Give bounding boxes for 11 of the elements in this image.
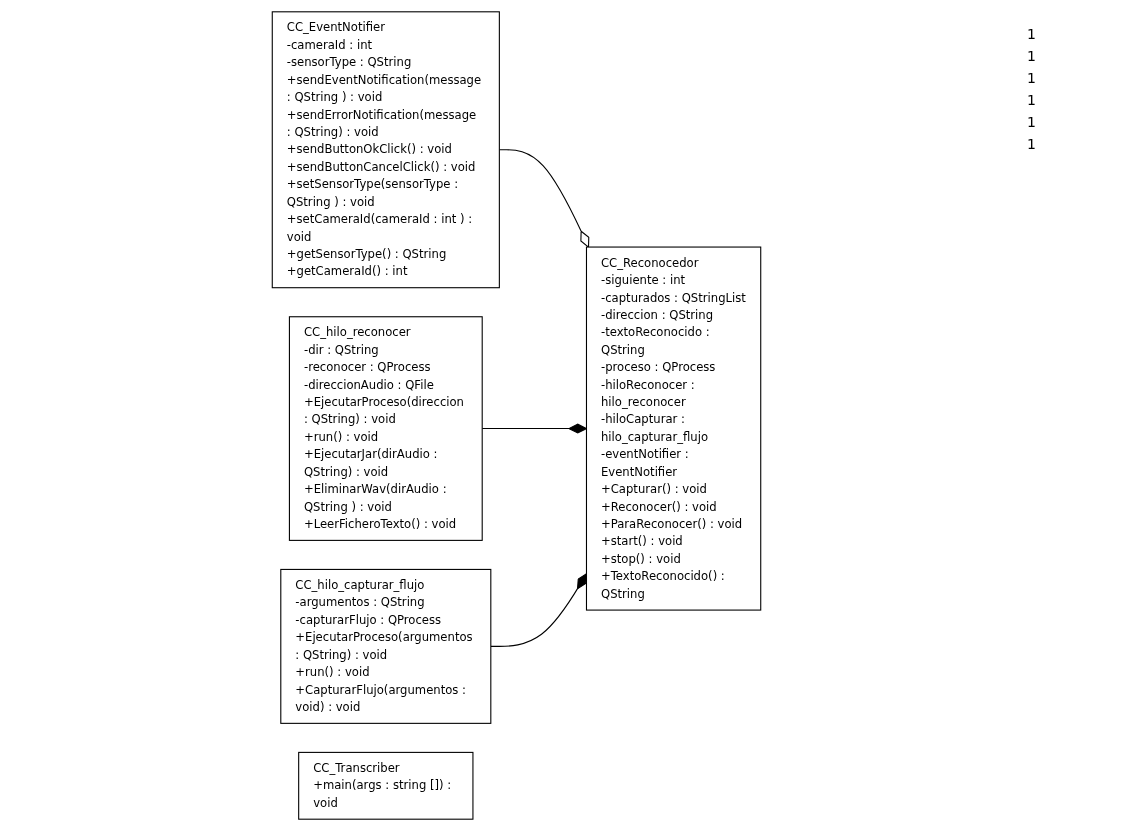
class-box: CC_EventNotifier -cameraId : int -sensorType : QString +sendEventNotification(message : QString ) : void +sendErrorNotification(message : QString) : void +sendButtonOkClick() : void +sendButtonCancelClick() : void +setSensorType(sensorType : QString ) : void +setCameraId(cameraId : int ) : void +getSensorType() : QString +getCameraId() : int <box>271 11 500 289</box>
multiplicity-label: 1 <box>1027 48 1037 64</box>
multiplicity-label: 1 <box>1027 114 1037 130</box>
multiplicity-label: 1 <box>1027 26 1037 42</box>
multiplicity-label: 1 <box>1027 70 1037 86</box>
multiplicity-label: 1 <box>1027 92 1037 108</box>
class-box: CC_hilo_reconocer -dir : QString -reconocer : QProcess -direccionAudio : QFile +EjecutarProceso(direccion : QString) : void +run() : void +EjecutarJar(dirAudio : QString) : void +EliminarWav(dirAudio : QString ) : void +LeerFicheroTexto() : void <box>288 316 483 541</box>
class-box: CC_Transcriber +main(args : string []) : void <box>298 751 474 820</box>
class-box: CC_hilo_capturar_flujo -argumentos : QString -capturarFlujo : QProcess +EjecutarProceso(argumentos : QString) : void +run() : void +CapturarFlujo(argumentos : void) : void <box>280 568 492 724</box>
multiplicity-label: 1 <box>1027 136 1037 152</box>
class-box: CC_Reconocedor -siguiente : int -capturados : QStringList -direccion : QString -textoReconocido : QString -proceso : QProcess -hiloReconocer : hilo_reconocer -hiloCapturar : hilo_capturar_flujo -eventNotifier : EventNotifier +Capturar() : void +Reconocer() : void +ParaReconocer() : void +start() : void +stop() : void +TextoReconocido() : QString <box>585 246 762 611</box>
